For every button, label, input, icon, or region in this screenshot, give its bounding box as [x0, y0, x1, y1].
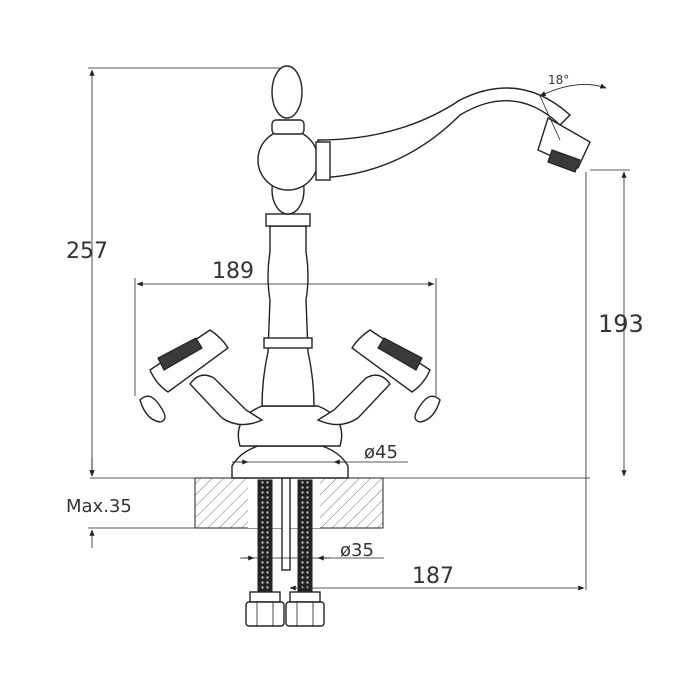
- left-handle: [139, 329, 264, 426]
- dim-spout-reach: 187: [412, 564, 454, 589]
- dimension-lines: [88, 67, 630, 591]
- spout: [315, 87, 591, 181]
- countertop-section: [88, 477, 590, 529]
- dim-max-thickness: Max.35: [66, 496, 132, 517]
- dim-spout-angle: 18°: [548, 73, 569, 87]
- dim-spout-height: 193: [598, 310, 644, 338]
- right-handle: [316, 329, 441, 426]
- dim-body-diameter: ø45: [364, 442, 398, 463]
- dim-handle-span: 189: [212, 259, 254, 284]
- supply-hoses: [245, 477, 325, 627]
- faucet-body: [231, 65, 349, 479]
- dim-total-height: 257: [66, 239, 108, 264]
- dim-hole-diameter: ø35: [340, 540, 374, 561]
